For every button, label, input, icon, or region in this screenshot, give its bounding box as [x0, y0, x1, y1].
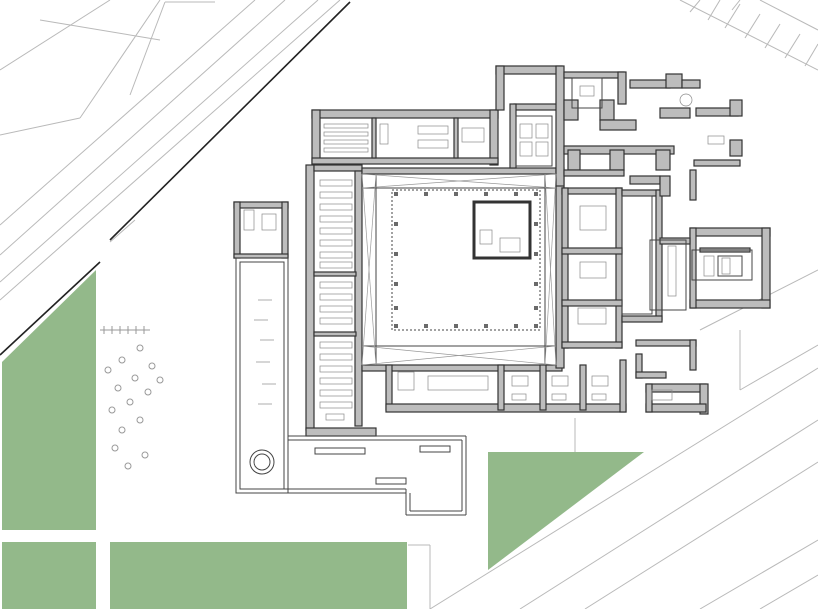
lawn-areas: [2, 270, 644, 609]
lawn-southwest: [2, 542, 96, 609]
lawn-south: [110, 542, 407, 609]
plaza-furniture: [100, 326, 164, 470]
curb-line: [0, 1, 351, 356]
lawn-triangle: [488, 452, 644, 570]
lawn-west: [2, 270, 96, 530]
classroom-furniture: [243, 85, 731, 421]
courtyard-columns: [394, 192, 538, 328]
courtyard-colonnade: [361, 173, 557, 366]
thin-walls: [235, 77, 753, 516]
building-walls: [233, 65, 771, 437]
